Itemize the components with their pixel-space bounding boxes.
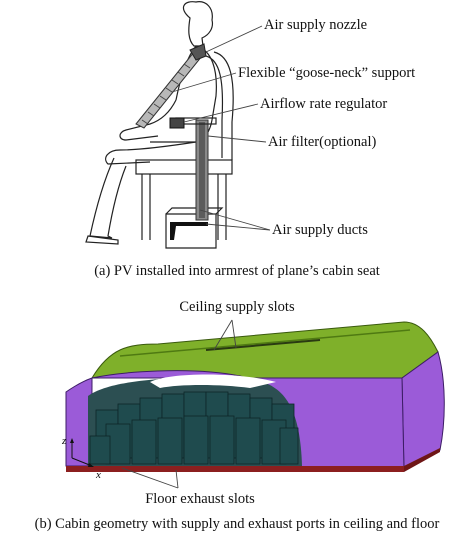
axis-x-label: x	[95, 469, 101, 481]
panel-a-leaders	[171, 25, 271, 231]
panel-b-leaders	[121, 319, 237, 489]
seat-legs	[141, 174, 227, 240]
label-air-supply-nozzle: Air supply nozzle	[264, 17, 367, 33]
axis-z-label: z	[61, 435, 67, 447]
ceiling-surface	[91, 321, 439, 379]
regulator	[169, 117, 185, 129]
caption-b: (b) Cabin geometry with supply and exhau…	[35, 516, 440, 532]
person-leg	[89, 157, 127, 239]
panel-a-seat	[135, 51, 234, 249]
person-thigh	[105, 141, 197, 165]
label-air-filter: Air filter(optional)	[268, 134, 376, 150]
seat-back	[205, 55, 224, 158]
panel-b-seats	[89, 391, 299, 465]
label-airflow-regulator: Airflow rate regulator	[260, 96, 387, 112]
base-duct	[170, 222, 208, 240]
label-ceiling-supply-slots: Ceiling supply slots	[179, 299, 295, 315]
caption-a: (a) PV installed into armrest of plane’s…	[94, 263, 380, 279]
person-arm	[119, 99, 177, 141]
label-gooseneck-support: Flexible “goose-neck” support	[238, 65, 415, 81]
panel-a-gooseneck	[135, 43, 207, 129]
nozzle	[189, 43, 207, 61]
person-head	[182, 1, 214, 47]
label-air-supply-ducts: Air supply ducts	[272, 222, 368, 238]
axes-indicator	[70, 438, 94, 467]
label-floor-exhaust-slots: Floor exhaust slots	[145, 491, 255, 507]
floor-edge	[66, 466, 404, 472]
seat-cushion	[135, 159, 233, 175]
right-wall	[401, 351, 445, 471]
